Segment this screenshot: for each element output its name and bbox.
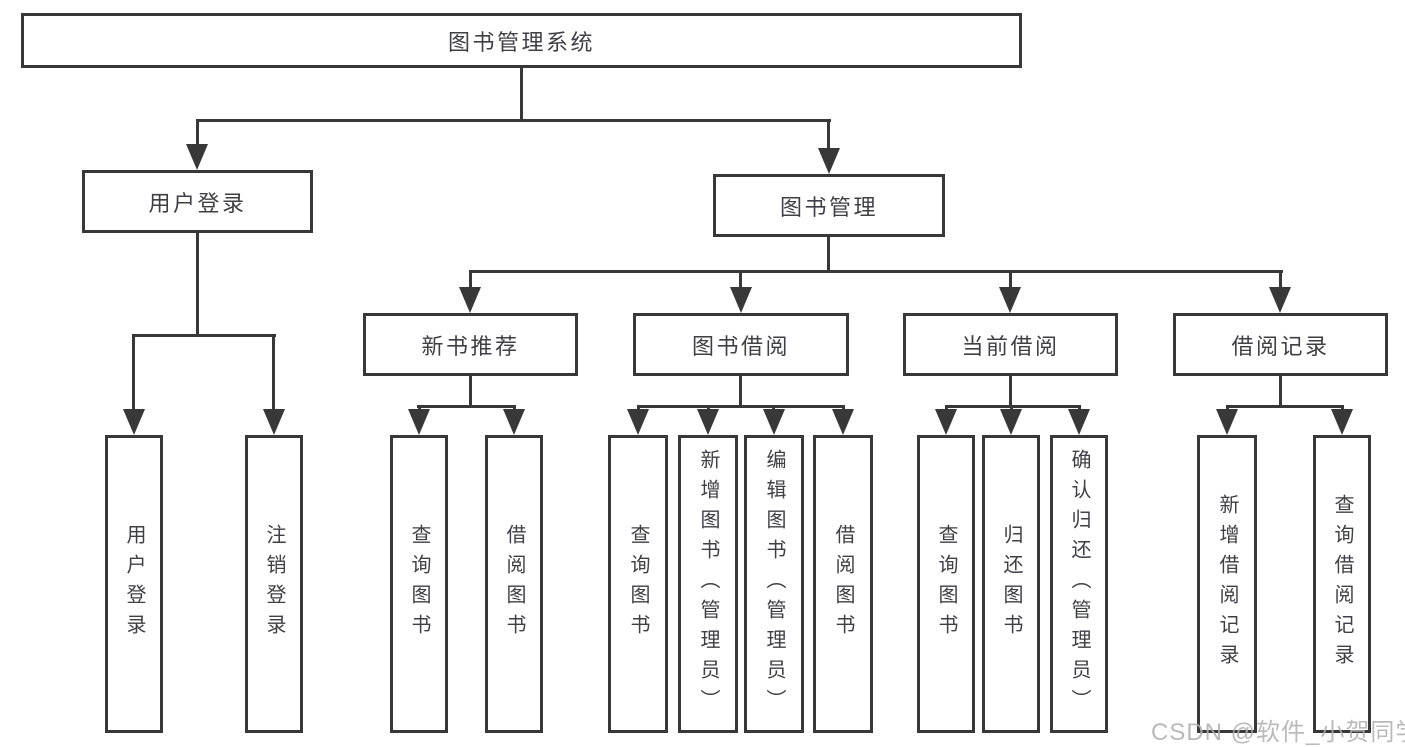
- connector-book-management-trunk: [827, 237, 830, 273]
- connector-new-book-branch: [417, 405, 516, 408]
- leaf-nb-query-books: 查询图书: [390, 435, 448, 733]
- arrow-down-icon: [1269, 287, 1291, 313]
- node-user-login: 用户登录: [82, 170, 313, 233]
- connector-current-borrow-branch: [945, 405, 1081, 408]
- leaf-label: 借阅图书: [832, 524, 854, 644]
- arrow-down-icon: [763, 409, 785, 435]
- connector-borrow-records-branch: [1226, 405, 1344, 408]
- arrow-down-icon: [408, 409, 430, 435]
- leaf-label: 注销登录: [263, 524, 285, 644]
- arrow-down-icon: [832, 409, 854, 435]
- node-label: 当前借阅: [961, 333, 1060, 359]
- connector-user-login-trunk: [196, 233, 199, 337]
- leaf-label: 查询图书: [408, 524, 430, 644]
- connector-root-trunk: [520, 68, 523, 122]
- connector-new-book-trunk: [469, 376, 472, 408]
- node-book-management: 图书管理: [713, 174, 945, 237]
- node-current-borrowing: 当前借阅: [903, 313, 1118, 376]
- leaf-label: 编辑图书（管理员）: [763, 449, 785, 719]
- leaf-cb-query-books: 查询图书: [917, 435, 975, 733]
- connector-current-borrow-trunk: [1009, 376, 1012, 408]
- node-label: 借阅记录: [1231, 333, 1330, 359]
- connector-stem-book-management: [827, 119, 830, 150]
- arrow-down-icon: [459, 287, 481, 313]
- arrow-down-icon: [818, 148, 840, 174]
- node-book-borrowing: 图书借阅: [633, 313, 849, 376]
- node-library-management-system: 图书管理系统: [21, 13, 1022, 68]
- arrow-down-icon: [1068, 409, 1090, 435]
- leaf-label: 新增图书（管理员）: [697, 449, 719, 719]
- leaf-label: 用户登录: [123, 524, 145, 644]
- leaf-label: 归还图书: [1000, 524, 1022, 644]
- arrow-down-icon: [999, 287, 1021, 313]
- arrow-down-icon: [1000, 409, 1022, 435]
- node-borrowing-records: 借阅记录: [1173, 313, 1388, 376]
- node-label: 图书管理系统: [447, 29, 595, 55]
- connector-user-login-branch: [132, 334, 276, 337]
- leaf-bb-borrow-books: 借阅图书: [813, 435, 873, 733]
- leaf-bb-add-books-admin: 新增图书（管理员）: [678, 435, 738, 733]
- leaf-nb-borrow-books: 借阅图书: [485, 435, 543, 733]
- node-label: 图书借阅: [691, 333, 790, 359]
- leaf-br-add-borrow-record: 新增借阅记录: [1197, 435, 1257, 733]
- arrow-down-icon: [697, 409, 719, 435]
- leaf-label: 查询借阅记录: [1331, 494, 1353, 674]
- leaf-cb-return-books: 归还图书: [982, 435, 1040, 733]
- leaf-label: 新增借阅记录: [1216, 494, 1238, 674]
- leaf-logout-login: 注销登录: [245, 435, 303, 733]
- node-label: 图书管理: [779, 194, 878, 220]
- arrow-down-icon: [935, 409, 957, 435]
- connector-stem-current-borrow: [1009, 270, 1012, 290]
- arrow-down-icon: [1331, 409, 1353, 435]
- connector-borrow-records-trunk: [1279, 376, 1282, 408]
- arrow-down-icon: [1216, 409, 1238, 435]
- arrow-down-icon: [503, 409, 525, 435]
- connector-level2-branch: [196, 119, 831, 122]
- arrow-down-icon: [123, 409, 145, 435]
- arrow-down-icon: [263, 409, 285, 435]
- node-label: 用户登录: [148, 190, 247, 216]
- watermark-text: CSDN @软件_小贺同学: [1151, 719, 1405, 746]
- connector-book-borrow-branch: [637, 405, 845, 408]
- node-label: 新书推荐: [421, 333, 520, 359]
- leaf-label: 查询图书: [627, 524, 649, 644]
- leaf-user-login: 用户登录: [105, 435, 163, 733]
- arrow-down-icon: [730, 287, 752, 313]
- leaf-label: 确认归还（管理员）: [1068, 449, 1090, 719]
- leaf-label: 查询图书: [935, 524, 957, 644]
- arrow-down-icon: [627, 409, 649, 435]
- leaf-cb-confirm-return-admin: 确认归还（管理员）: [1050, 435, 1108, 733]
- leaf-label: 借阅图书: [503, 524, 525, 644]
- connector-stem-leaf-user-login: [132, 334, 135, 411]
- connector-stem-book-borrow: [739, 270, 742, 290]
- connector-stem-leaf-logout: [272, 334, 275, 411]
- leaf-bb-query-books: 查询图书: [608, 435, 668, 733]
- connector-stem-borrow-records: [1279, 270, 1282, 290]
- leaf-bb-edit-books-admin: 编辑图书（管理员）: [744, 435, 804, 733]
- connector-level3-branch: [469, 270, 1283, 273]
- arrow-down-icon: [186, 144, 208, 170]
- connector-stem-user-login: [196, 119, 199, 146]
- connector-stem-new-book: [469, 270, 472, 290]
- connector-book-borrow-trunk: [739, 376, 742, 408]
- node-new-book-recommendation: 新书推荐: [363, 313, 578, 376]
- leaf-br-query-borrow-record: 查询借阅记录: [1313, 435, 1371, 733]
